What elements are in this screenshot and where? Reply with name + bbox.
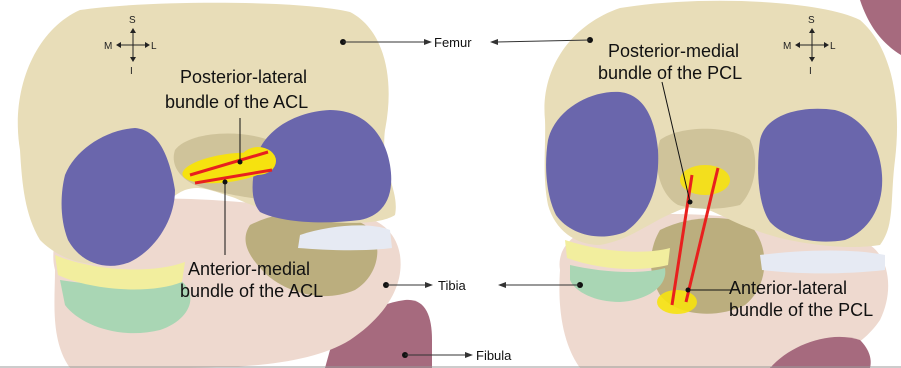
right-leader-al-dot	[686, 288, 691, 293]
left-leader-pl-dot	[238, 160, 243, 165]
label-acl-am-line1: Anterior-medial	[188, 259, 310, 279]
label-femur: Femur	[434, 35, 472, 50]
left-leader-am-dot	[223, 180, 228, 185]
right-orient-i: I	[809, 66, 812, 77]
right-orient-l: L	[830, 41, 836, 52]
label-pcl-pm-line2: bundle of the PCL	[598, 63, 742, 83]
right-orient-s: S	[808, 15, 815, 26]
label-pcl-pm-line1: Posterior-medial	[608, 41, 739, 61]
left-orient-m: M	[104, 41, 112, 52]
label-acl-am-line2: bundle of the ACL	[180, 281, 323, 301]
label-pcl-al-line2: bundle of the PCL	[729, 300, 873, 320]
label-fibula: Fibula	[476, 348, 512, 363]
label-tibia: Tibia	[438, 278, 466, 293]
right-pcl-insertion-tibial	[657, 290, 697, 314]
left-orient-s: S	[129, 15, 136, 26]
right-orient-m: M	[783, 41, 791, 52]
left-orient-l: L	[151, 41, 157, 52]
left-orient-i: I	[130, 66, 133, 77]
right-leader-pm-dot	[688, 200, 693, 205]
label-pcl-al-line1: Anterior-lateral	[729, 278, 847, 298]
label-acl-pl-line2: bundle of the ACL	[165, 92, 308, 112]
right-lateral-cartilage	[758, 109, 882, 242]
label-acl-pl-line1: Posterior-lateral	[180, 67, 307, 87]
right-white-meniscus	[760, 250, 885, 273]
left-knee-view: S I M L	[18, 3, 432, 368]
